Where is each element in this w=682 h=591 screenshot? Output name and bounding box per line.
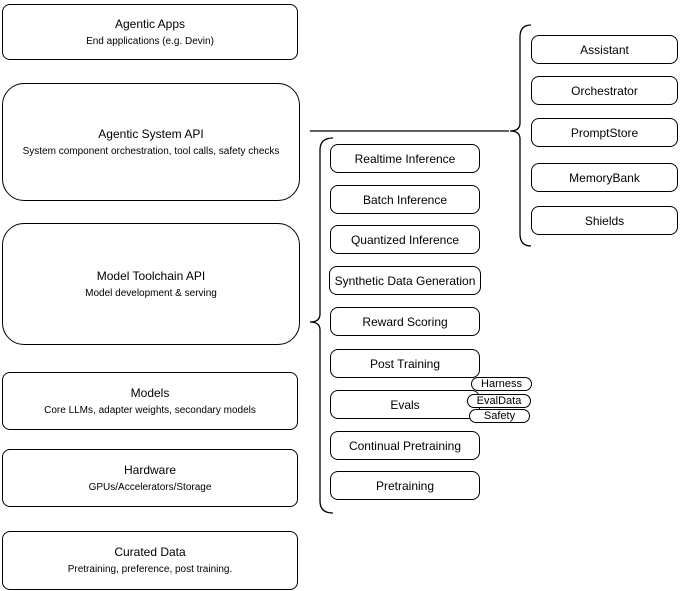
tag-evaldata: EvalData: [467, 394, 531, 408]
node-subtitle: Core LLMs, adapter weights, secondary mo…: [44, 404, 256, 416]
node-model-toolchain-api: Model Toolchain API Model development & …: [2, 223, 300, 345]
node-synthetic-data-generation: Synthetic Data Generation: [329, 266, 481, 295]
node-orchestrator: Orchestrator: [531, 76, 678, 105]
node-pretraining: Pretraining: [330, 471, 480, 500]
node-subtitle: GPUs/Accelerators/Storage: [88, 481, 212, 493]
node-realtime-inference: Realtime Inference: [330, 144, 480, 173]
node-memorybank: MemoryBank: [531, 163, 678, 192]
node-subtitle: Pretraining, preference, post training.: [67, 564, 233, 575]
node-title: Models: [130, 385, 170, 400]
node-subtitle: Model development & serving: [85, 287, 217, 299]
node-title: Agentic System API: [98, 126, 204, 141]
node-shields: Shields: [531, 206, 678, 235]
node-agentic-system-api: Agentic System API System component orch…: [2, 83, 300, 201]
node-evals: Evals: [330, 390, 480, 419]
node-title: Hardware: [123, 462, 177, 477]
node-agentic-apps: Agentic Apps End applications (e.g. Devi…: [2, 4, 298, 60]
node-promptstore: PromptStore: [531, 118, 678, 147]
node-subtitle: End applications (e.g. Devin): [86, 35, 214, 47]
node-reward-scoring: Reward Scoring: [330, 307, 480, 336]
node-title: Curated Data: [114, 545, 186, 559]
node-title: Agentic Apps: [114, 16, 186, 31]
node-subtitle: System component orchestration, tool cal…: [22, 145, 280, 157]
node-quantized-inference: Quantized Inference: [330, 225, 480, 254]
tag-harness: Harness: [471, 377, 532, 391]
node-assistant: Assistant: [531, 35, 678, 64]
node-hardware: Hardware GPUs/Accelerators/Storage: [2, 449, 298, 507]
node-curated-data: Curated Data Pretraining, preference, po…: [2, 531, 298, 590]
node-continual-pretraining: Continual Pretraining: [330, 431, 480, 460]
system-bracket: [509, 24, 532, 247]
node-post-training: Post Training: [330, 349, 480, 378]
node-title: Model Toolchain API: [96, 268, 206, 283]
node-batch-inference: Batch Inference: [330, 185, 480, 214]
tag-safety: Safety: [469, 409, 530, 423]
node-models: Models Core LLMs, adapter weights, secon…: [2, 372, 298, 430]
